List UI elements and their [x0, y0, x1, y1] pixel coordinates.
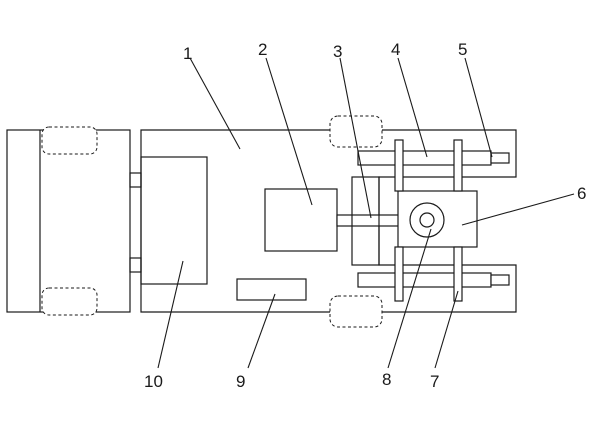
- lower-rail: [357, 272, 492, 288]
- hitch-connectors: [129, 172, 142, 273]
- component-10-box: [140, 156, 208, 285]
- front-wheel-bottom: [41, 287, 98, 316]
- callout-labels: 1 2 3 4 5 6 7 8 9 10: [144, 40, 586, 391]
- callout-2: 2: [258, 40, 267, 59]
- component-9-rect: [236, 278, 307, 301]
- callout-4: 4: [391, 40, 400, 59]
- callout-5: 5: [458, 40, 467, 59]
- guide-post-lower-right: [453, 246, 463, 302]
- front-cab: [6, 126, 131, 316]
- component-4-upper-rail: [357, 150, 492, 166]
- callout-6: 6: [577, 184, 586, 203]
- leader-lines: [157, 57, 575, 369]
- callout-9: 9: [236, 372, 245, 391]
- component-3-shaft: [336, 214, 408, 227]
- callout-10: 10: [144, 372, 163, 391]
- rear-wheel-top: [329, 115, 383, 148]
- front-wheel-top: [41, 126, 98, 155]
- mount-bracket: [351, 176, 380, 266]
- lower-rod-end: [490, 274, 510, 286]
- component-2-block: [264, 188, 338, 252]
- callout-8: 8: [382, 370, 391, 389]
- component-7-guide-post-lower-left: [394, 246, 404, 302]
- callout-7: 7: [430, 372, 439, 391]
- component-5-rod-end: [490, 152, 510, 164]
- callout-1: 1: [183, 44, 192, 63]
- guide-post-upper-right: [453, 139, 463, 192]
- callout-3: 3: [333, 42, 342, 61]
- rear-wheel-bottom: [329, 295, 383, 328]
- guide-post-upper-left: [394, 139, 404, 192]
- component-8-pulley-inner: [419, 212, 435, 228]
